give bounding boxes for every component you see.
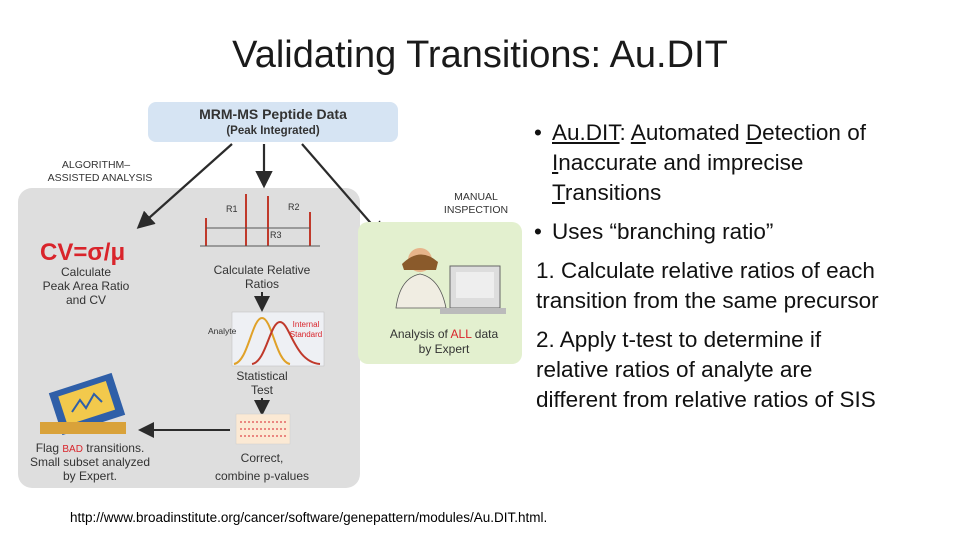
internal-std-2: Standard: [290, 330, 322, 339]
pvalue-grid-icon: [236, 414, 290, 444]
calc-cv-2: Peak Area Ratio: [43, 279, 130, 293]
flag-1: Flag BAD transitions.: [36, 441, 145, 455]
calc-rel-2: Ratios: [245, 277, 279, 291]
manual-label-2: INSPECTION: [444, 204, 508, 216]
bullet-audit: • Au.DIT: Automated Detection of Inaccur…: [528, 118, 948, 208]
peptide-data-subtitle: (Peak Integrated): [226, 125, 319, 137]
calc-cv-3: and CV: [66, 293, 106, 307]
workflow-diagram: MRM-MS Peptide Data (Peak Integrated) AL…: [0, 96, 540, 496]
algorithm-label-2: ASSISTED ANALYSIS: [48, 172, 153, 184]
source-url: http://www.broadinstitute.org/cancer/sof…: [70, 510, 547, 525]
stat-test-2: Test: [251, 383, 274, 397]
step-2: 2. Apply t-test to determine if relative…: [528, 325, 948, 415]
correct-2: combine p-values: [215, 469, 309, 483]
bullet-branching-ratio: •Uses “branching ratio”: [528, 217, 948, 247]
internal-std-1: Internal: [293, 320, 320, 329]
analysis-all-2: by Expert: [419, 342, 470, 356]
r2-label: R2: [288, 202, 300, 212]
peptide-data-title: MRM-MS Peptide Data: [199, 106, 347, 122]
calc-cv-1: Calculate: [61, 265, 111, 279]
flag-2: Small subset analyzed: [30, 455, 150, 469]
calc-rel-1: Calculate Relative: [214, 263, 311, 277]
flag-3: by Expert.: [63, 469, 117, 483]
step-1: 1. Calculate relative ratios of each tra…: [528, 256, 948, 316]
r1-label: R1: [226, 204, 238, 214]
r3-label: R3: [270, 230, 282, 240]
algorithm-label-1: ALGORITHM–: [62, 159, 130, 171]
correct-1: Correct,: [241, 451, 284, 465]
analysis-all-1: Analysis of ALL data: [390, 327, 499, 341]
manual-label-1: MANUAL: [454, 191, 498, 203]
analyte-label: Analyte: [208, 326, 237, 336]
slide-title: Validating Transitions: Au.DIT: [0, 34, 960, 77]
stat-test-1: Statistical: [236, 369, 287, 383]
bullet-list: • Au.DIT: Automated Detection of Inaccur…: [528, 118, 948, 415]
cv-formula: CV=σ/μ: [40, 239, 125, 266]
